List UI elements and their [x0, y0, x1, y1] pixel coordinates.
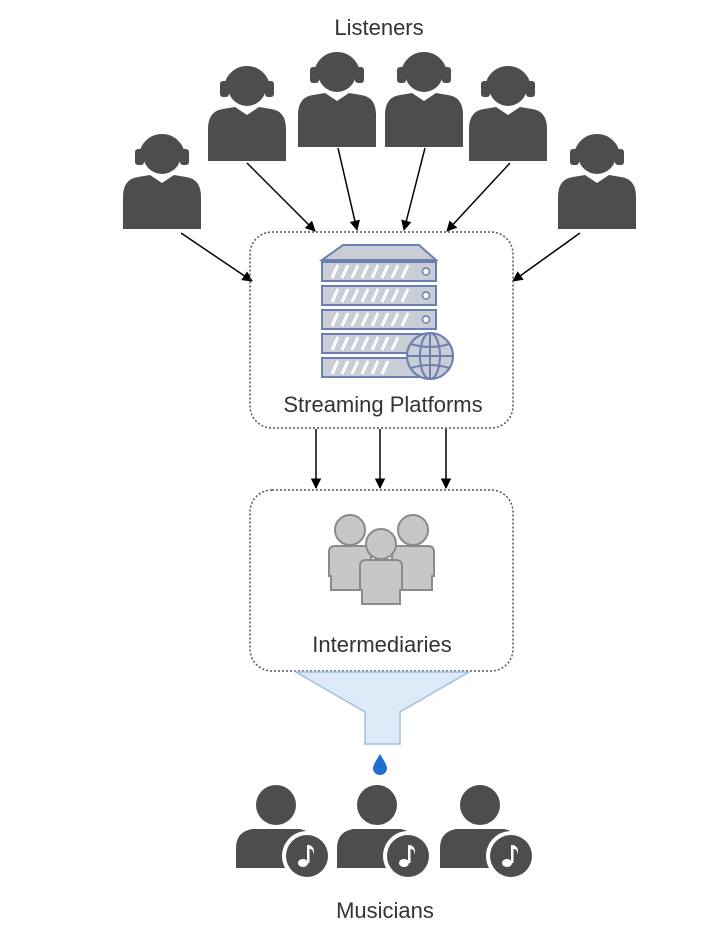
intermediaries-box: [249, 489, 514, 672]
intermediaries-label: Intermediaries: [312, 632, 451, 657]
listeners-label: Listeners: [334, 15, 423, 40]
arrow: [446, 162, 511, 232]
arrow: [246, 162, 316, 232]
water-drop-icon: [373, 754, 387, 775]
listener-icon: [467, 66, 549, 163]
arrow: [401, 147, 426, 232]
globe-icon: [406, 332, 454, 380]
listener-icon: [296, 52, 378, 149]
arrow: [180, 232, 253, 282]
listener-icon: [383, 52, 465, 149]
listener-icon: [121, 134, 203, 231]
listener-arrows: [180, 147, 581, 282]
funnel-icon: [293, 671, 472, 745]
group-icon: [328, 514, 435, 605]
streaming-platforms-label: Streaming Platforms: [283, 392, 482, 417]
platform-arrows: [310, 429, 452, 490]
arrow: [512, 232, 581, 282]
musician-icon: [337, 785, 433, 881]
listener-icon: [206, 66, 288, 163]
listener-icon: [556, 134, 638, 231]
arrow: [337, 147, 360, 232]
streaming-platforms-box: [249, 231, 514, 429]
musician-icon: [440, 785, 536, 881]
musician-icon: [236, 785, 332, 881]
server-icon: [318, 244, 454, 380]
musicians-label: Musicians: [336, 898, 434, 923]
